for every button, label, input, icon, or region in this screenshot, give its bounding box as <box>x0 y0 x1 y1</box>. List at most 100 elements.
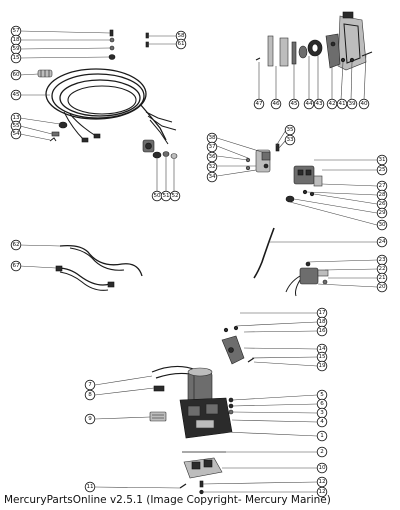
washer-part <box>340 57 346 63</box>
callout-20: 20 <box>376 281 388 293</box>
svg-text:23: 23 <box>378 257 386 263</box>
svg-text:45: 45 <box>290 101 298 107</box>
washer-part <box>109 37 115 43</box>
callout-50: 50 <box>151 190 163 202</box>
callout-54: 54 <box>10 128 22 140</box>
svg-text:13: 13 <box>12 115 20 121</box>
clip-part <box>58 121 68 129</box>
screw-part <box>255 57 261 61</box>
gasket-part <box>291 41 297 65</box>
svg-text:38: 38 <box>208 135 216 141</box>
svg-text:15: 15 <box>12 55 20 61</box>
trim-sender-group <box>255 11 373 71</box>
svg-text:16: 16 <box>318 328 326 334</box>
grommet-part <box>285 195 295 203</box>
callout-43: 43 <box>313 98 325 110</box>
cable-tie-part <box>37 69 53 78</box>
svg-text:55: 55 <box>12 123 20 129</box>
callout-23: 23 <box>376 254 388 266</box>
callout-10: 10 <box>316 462 328 474</box>
callout-42: 42 <box>326 98 338 110</box>
cover-plate-part <box>337 11 367 71</box>
screw-part <box>199 480 204 488</box>
ground-wire-part <box>253 227 275 279</box>
washer-part <box>245 165 251 171</box>
clamp-part <box>51 131 60 137</box>
pump-body-part <box>179 397 233 439</box>
pump-motor-part <box>187 367 213 405</box>
grommet-part <box>162 151 170 157</box>
screw-part <box>247 357 255 363</box>
bracket-assembly-group <box>221 325 255 365</box>
screw-part <box>145 32 149 39</box>
callout-17: 17 <box>316 307 328 319</box>
svg-text:21: 21 <box>378 275 386 281</box>
fitting-part <box>228 403 234 409</box>
washer-part <box>233 325 239 331</box>
callout-45: 45 <box>10 89 22 101</box>
svg-text:27: 27 <box>378 183 386 189</box>
svg-text:22: 22 <box>378 266 385 272</box>
svg-text:57: 57 <box>12 28 20 34</box>
svg-text:18: 18 <box>12 37 20 43</box>
grommet-part <box>152 151 162 159</box>
terminal-part <box>153 385 165 392</box>
callout-18-lower: 18 <box>316 316 328 328</box>
extension-harness-group <box>55 244 143 291</box>
svg-text:46: 46 <box>272 101 280 107</box>
trim-switch-part <box>285 261 329 297</box>
callout-8: 8 <box>84 389 96 401</box>
callout-52: 52 <box>169 190 181 202</box>
svg-text:28: 28 <box>378 192 386 198</box>
callout-16: 16 <box>316 325 328 337</box>
terminal-part <box>81 137 89 143</box>
decal-part <box>149 411 167 422</box>
plug-connector-part <box>142 139 155 153</box>
callout-35: 35 <box>284 124 296 136</box>
svg-text:43: 43 <box>315 101 323 107</box>
callout-6: 6 <box>316 398 328 410</box>
svg-text:30: 30 <box>378 222 386 228</box>
callout-39: 39 <box>346 98 358 110</box>
callout-36: 36 <box>206 151 218 163</box>
callout-37: 37 <box>206 141 218 153</box>
mounting-bracket-part <box>221 335 245 365</box>
callout-30: 30 <box>376 219 388 231</box>
svg-text:11: 11 <box>86 484 94 490</box>
svg-text:19: 19 <box>318 363 326 369</box>
callout-24: 24 <box>376 236 388 248</box>
callout-15-lower: 15 <box>316 351 328 363</box>
callout-21: 21 <box>376 272 388 284</box>
callout-44: 44 <box>303 98 315 110</box>
bracket-part <box>255 149 271 173</box>
svg-text:54: 54 <box>12 131 20 137</box>
svg-text:9: 9 <box>88 416 92 422</box>
callout-5: 5 <box>316 389 328 401</box>
callout-bubbles: 57 18 59 15 58 61 60 45 13 55 54 50 51 5… <box>10 25 388 498</box>
manifold-part <box>182 451 226 479</box>
svg-text:47: 47 <box>255 101 263 107</box>
svg-text:37: 37 <box>208 144 216 150</box>
callout-25: 25 <box>376 164 388 176</box>
svg-text:17: 17 <box>318 310 326 316</box>
callout-22: 22 <box>376 263 388 275</box>
callout-59: 59 <box>10 43 22 55</box>
svg-text:40: 40 <box>360 101 368 107</box>
extension-harness-67 <box>57 267 111 286</box>
callout-33: 33 <box>284 134 296 146</box>
svg-text:7: 7 <box>88 382 92 388</box>
callout-61: 61 <box>175 38 187 50</box>
svg-text:33: 33 <box>286 137 294 143</box>
svg-text:29: 29 <box>378 210 386 216</box>
callout-45-right: 45 <box>288 98 300 110</box>
callout-12: 12 <box>316 476 328 488</box>
callout-19: 19 <box>316 360 328 372</box>
callout-55: 55 <box>10 120 22 132</box>
gasket-part <box>279 37 289 67</box>
washer-part <box>223 327 229 333</box>
callout-12-second: 12 <box>316 486 328 498</box>
callout-57: 57 <box>10 25 22 37</box>
svg-text:20: 20 <box>378 284 386 290</box>
svg-text:1: 1 <box>320 433 324 439</box>
